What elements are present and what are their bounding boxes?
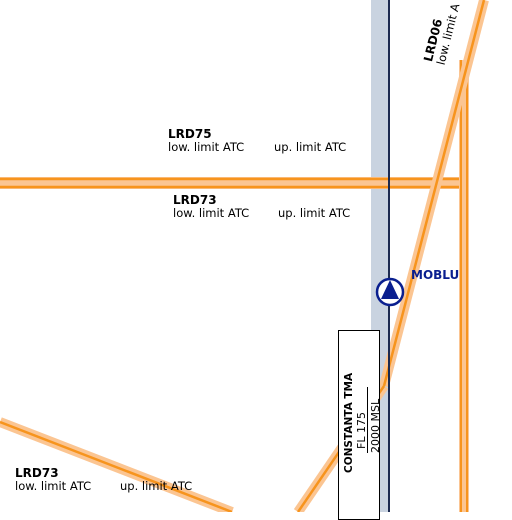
tma-name: CONSTANTA TMA bbox=[343, 372, 355, 473]
tma-limit-divider bbox=[367, 387, 368, 453]
area-lower-limit: low. limit ATC bbox=[173, 206, 250, 220]
tma-info-box: CONSTANTA TMA FL 175 2000 MSL bbox=[338, 330, 382, 520]
area-border bbox=[382, 0, 486, 387]
triangle-waypoint-icon[interactable] bbox=[375, 277, 405, 307]
waypoint-name-label: MOBLU bbox=[411, 268, 460, 282]
area-id-label: LRD75 bbox=[168, 127, 212, 141]
area-upper-limit: up. limit ATC bbox=[120, 479, 193, 493]
restricted-area-borders bbox=[0, 0, 489, 512]
area-upper-limit: up. limit ATC bbox=[274, 140, 347, 154]
area-border bbox=[0, 420, 233, 512]
area-lower-limit: low. limit ATC bbox=[168, 140, 245, 154]
area-id-label: LRD73 bbox=[173, 193, 217, 207]
area-upper-limit: up. limit ATC bbox=[278, 206, 351, 220]
area-lower-limit: low. limit ATC bbox=[15, 479, 92, 493]
area-id-label: LRD73 bbox=[15, 466, 59, 480]
tma-lower-limit: 2000 MSL bbox=[369, 398, 382, 453]
